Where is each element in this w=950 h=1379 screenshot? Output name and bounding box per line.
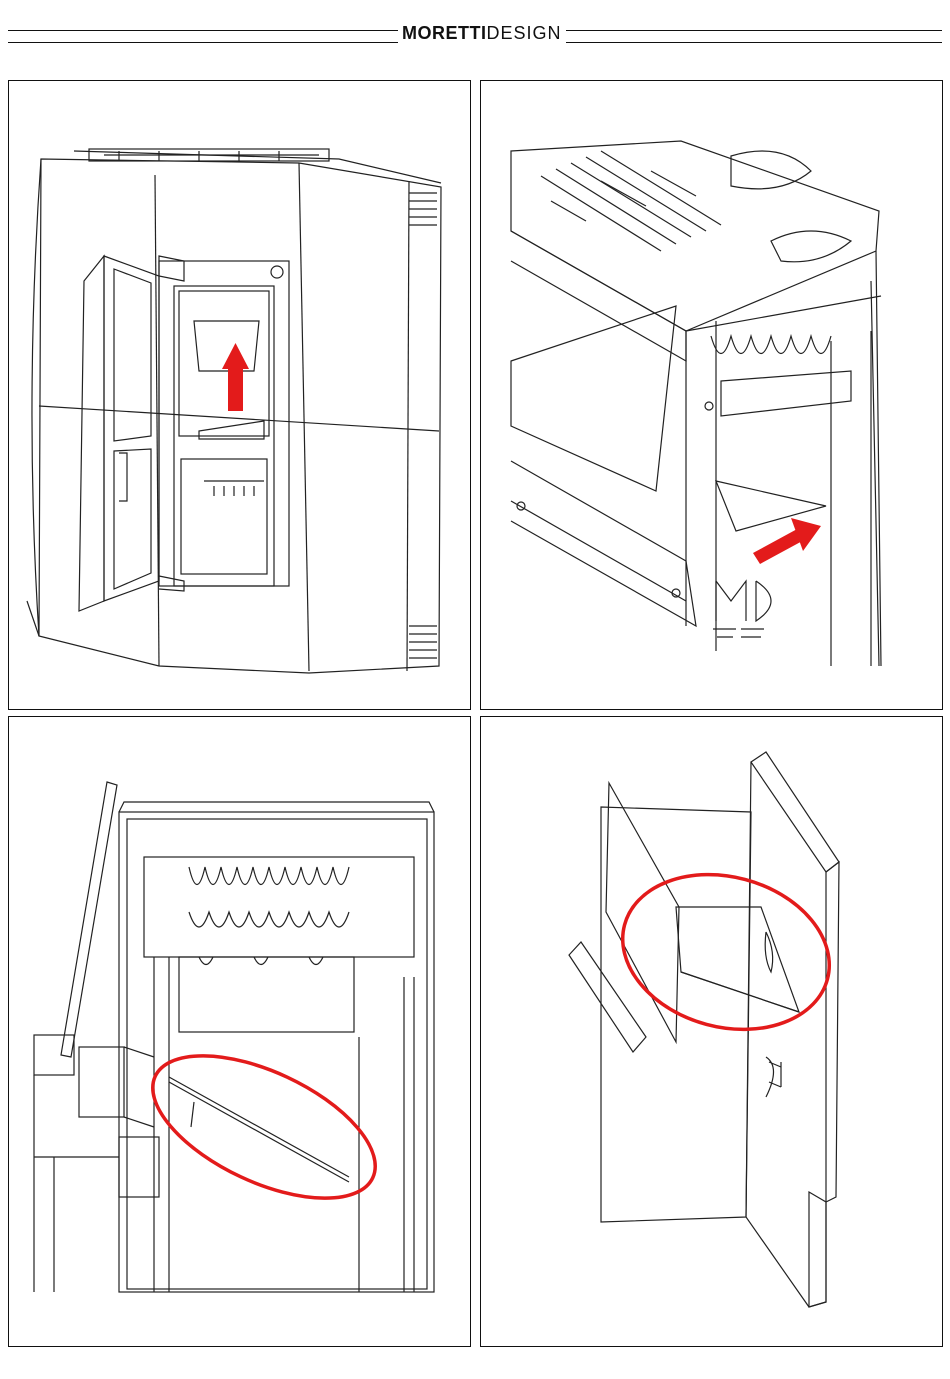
arrow-up-right-icon xyxy=(753,518,821,564)
header-rule-bottom-left xyxy=(8,42,398,43)
page-header: MORETTIDESIGN xyxy=(0,0,950,60)
figure-panel-3 xyxy=(8,716,471,1347)
figure-panel-1 xyxy=(8,80,471,710)
figure-panel-2 xyxy=(480,80,943,710)
brand-logo: MORETTIDESIGN xyxy=(398,22,566,44)
highlight-ellipse xyxy=(605,852,847,1051)
stove-front-illustration xyxy=(9,81,471,710)
deflector-detail-illustration xyxy=(481,717,943,1347)
side-section-illustration xyxy=(9,717,471,1347)
highlight-ellipse xyxy=(132,1026,396,1227)
brand-name-strong: MORETTI xyxy=(402,23,487,43)
header-rule-bottom-right xyxy=(552,42,942,43)
figure-panel-4 xyxy=(480,716,943,1347)
header-rule-top-left xyxy=(8,30,398,31)
header-rule-top-right xyxy=(552,30,942,31)
brand-name-light: DESIGN xyxy=(487,23,562,43)
arrow-up-icon xyxy=(222,343,249,411)
baffle-closeup-illustration xyxy=(481,81,943,710)
